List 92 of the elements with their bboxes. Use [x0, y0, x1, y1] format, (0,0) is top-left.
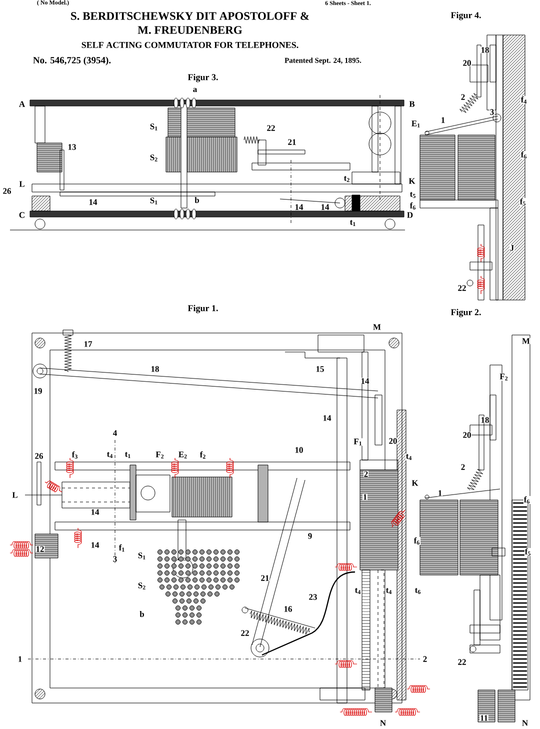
callout-label: 3 — [112, 556, 118, 562]
callout-label: 18 — [480, 416, 490, 424]
callout-label: N — [522, 720, 528, 726]
patent-title: SELF ACTING COMMUTATOR FOR TELEPHONES. — [82, 42, 298, 48]
callout-label: J — [509, 244, 515, 252]
callout-label: b — [139, 610, 145, 618]
callout-label: M — [372, 324, 382, 330]
callout-label: 14 — [88, 198, 98, 206]
callout-label: 15 — [315, 366, 325, 372]
callout-label: 20 — [462, 60, 472, 66]
callout-label: 16 — [283, 606, 293, 612]
callout-label: t$_{5}$ — [409, 192, 417, 198]
callout-label: 14 — [90, 542, 100, 548]
callout-label: f$_{5}$ — [519, 198, 527, 206]
callout-label: t$_{4}$ — [354, 588, 362, 594]
callout-label: f$_{6}$ — [413, 537, 421, 546]
callout-label: f$_{4}$ — [520, 96, 528, 104]
callout-label: S$_{2}$ — [150, 154, 158, 162]
callout-label: A — [18, 100, 26, 108]
callout-label: f$_{6}$ — [409, 202, 417, 210]
callout-label: E$_{2}$ — [178, 451, 188, 459]
callout-label: t$_{4}$ — [405, 454, 413, 460]
callout-label: S$_{1}$ — [138, 552, 146, 560]
callout-label: L — [18, 180, 26, 188]
callout-label: 14 — [322, 414, 332, 422]
callout-label: f$_{6}$ — [520, 151, 528, 160]
callout-label: 18 — [150, 366, 160, 372]
callout-label: 4 — [112, 430, 118, 436]
callout-label: M — [522, 338, 530, 344]
callout-label: D — [406, 212, 414, 218]
callout-label: f$_{5}$ — [524, 548, 532, 556]
callout-label: 22 — [457, 284, 467, 292]
callout-label: 17 — [83, 340, 93, 348]
callout-label: f$_{1}$ — [118, 544, 126, 552]
figure-heading: Figur 1. — [187, 304, 219, 314]
callout-label: t$_{1}$ — [349, 220, 357, 226]
callout-label: 1 — [440, 116, 446, 124]
callout-label: f$_{6}$ — [523, 496, 531, 504]
callout-label: F$_{2}$ — [155, 451, 165, 459]
callout-label: F$_{2}$ — [499, 373, 509, 381]
callout-label: S$_{1}$ — [150, 123, 158, 131]
callout-label: 13 — [67, 144, 77, 150]
callout-label: K — [408, 178, 416, 184]
figure-heading: Figur 4. — [450, 12, 482, 21]
callout-label: b — [194, 196, 200, 204]
callout-label: S$_{2}$ — [138, 582, 146, 590]
callout-label: 21 — [260, 574, 270, 582]
callout-label: L — [12, 492, 18, 498]
callout-label: 20 — [388, 438, 398, 444]
callout-label: 22 — [240, 630, 250, 636]
callout-label: S$_{1}$ — [150, 197, 158, 205]
callout-label: t$_{6}$ — [414, 588, 422, 594]
callout-label: f$_{2}$ — [199, 451, 207, 459]
callout-label: 21 — [287, 138, 297, 146]
callout-label: 9 — [307, 532, 313, 540]
callout-label: N — [380, 720, 386, 726]
callout-label: a — [192, 88, 198, 92]
callout-label: 18 — [480, 46, 490, 54]
callout-label: 23 — [308, 594, 318, 600]
figure-heading: Figur 2. — [450, 308, 482, 318]
callout-label: 22 — [266, 124, 276, 132]
callout-label: 1 — [437, 490, 443, 496]
callout-label: K — [411, 480, 419, 486]
callout-label: 26 — [34, 452, 44, 460]
callout-label: F$_{1}$ — [353, 438, 363, 446]
callout-label: 3 — [489, 108, 495, 116]
callout-label: 2 — [460, 94, 466, 100]
callout-label: t$_{1}$ — [124, 452, 132, 458]
callout-label: 22 — [457, 658, 467, 666]
callout-label: f$_{3}$ — [71, 451, 79, 460]
callout-label: B — [408, 100, 416, 108]
callout-label: 14 — [320, 204, 330, 210]
callout-label: 1 — [17, 656, 23, 662]
callout-label: 2 — [363, 470, 369, 478]
callout-label: t$_{4}$ — [106, 452, 114, 458]
callout-label: 14 — [294, 204, 304, 210]
callout-label: 2 — [422, 656, 428, 662]
callout-label: t$_{2}$ — [343, 176, 351, 182]
inventor-name: M. FREUDENBERG — [137, 26, 243, 34]
figure-heading: Figur 3. — [187, 74, 219, 83]
patent-number: No. 546,725 (3954). — [32, 56, 112, 66]
callout-label: 10 — [294, 446, 304, 454]
inventor-name: S. BERDITSCHEWSKY DIT APOSTOLOFF & — [70, 12, 310, 20]
callout-label: 14 — [90, 508, 100, 516]
callout-label: 26 — [2, 188, 12, 194]
callout-label: 2 — [460, 464, 466, 470]
callout-label: 14 — [360, 378, 370, 384]
callout-label: 19 — [33, 388, 43, 394]
callout-label: E$_{1}$ — [411, 120, 421, 128]
callout-label: 1 — [362, 494, 368, 500]
callout-label: 20 — [462, 432, 472, 438]
callout-label: C — [18, 212, 26, 218]
